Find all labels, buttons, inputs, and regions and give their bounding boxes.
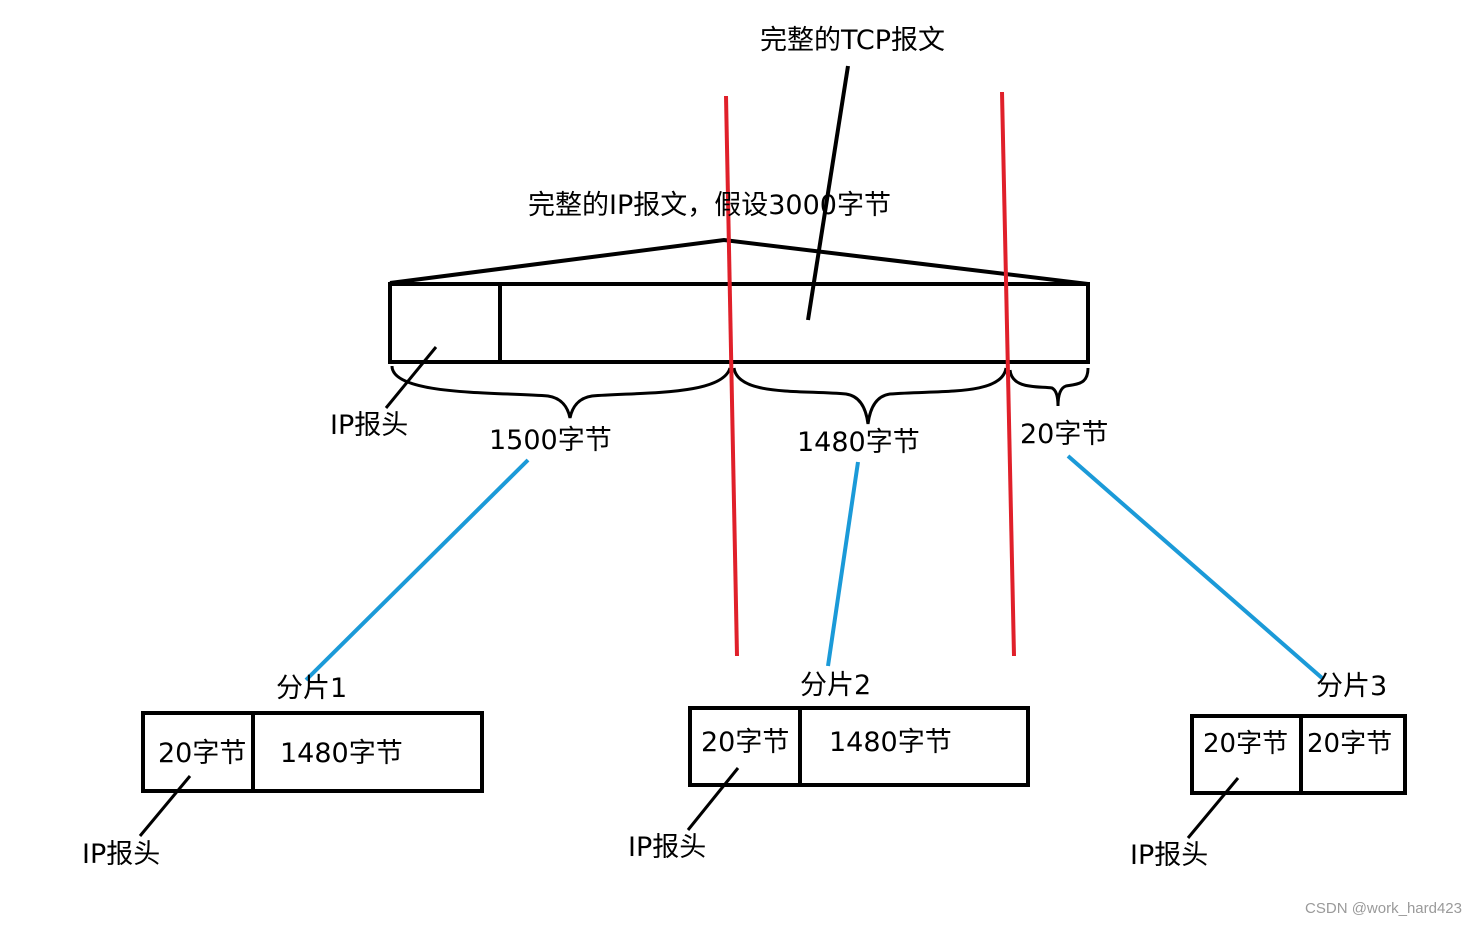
fragment-1-header-cell: 20字节 xyxy=(158,738,247,769)
ip-packet-roof xyxy=(389,237,1089,286)
fragment-2-header-label: IP报头 xyxy=(628,832,707,863)
fragment-2-data-cell: 1480字节 xyxy=(829,727,952,758)
fragment-1-data-cell: 1480字节 xyxy=(280,738,403,769)
ip-header-label: IP报头 xyxy=(330,410,409,441)
fragment-3-header-pointer xyxy=(1186,777,1240,839)
fragment-3-data-cell: 20字节 xyxy=(1307,729,1393,759)
tcp-pointer-line xyxy=(806,65,850,321)
fragment-2-header-cell: 20字节 xyxy=(701,727,790,758)
ip-message-label: 完整的IP报文，假设3000字节 xyxy=(528,190,891,221)
fragment-1-header-pointer xyxy=(138,775,192,837)
link-line-fragment-1 xyxy=(304,458,530,682)
brace-segment-1 xyxy=(390,365,732,419)
ip-header-pointer xyxy=(384,346,438,409)
brace-segment-3 xyxy=(1008,367,1090,407)
cut-line-1 xyxy=(724,95,739,657)
link-line-fragment-2 xyxy=(826,461,860,667)
fragment-1-title: 分片1 xyxy=(276,673,348,704)
fragment-3-header-cell: 20字节 xyxy=(1203,729,1289,759)
fragment-2-title: 分片2 xyxy=(800,670,872,701)
tcp-message-label: 完整的TCP报文 xyxy=(760,25,946,56)
segment-2-size-label: 1480字节 xyxy=(797,427,920,458)
link-line-fragment-3 xyxy=(1066,454,1324,680)
csdn-watermark: CSDN @work_hard423 xyxy=(1305,900,1462,917)
fragment-3-header-label: IP报头 xyxy=(1130,840,1209,871)
segment-1-size-label: 1500字节 xyxy=(489,425,612,456)
ip-packet-box xyxy=(388,282,1090,364)
fragment-3-box xyxy=(1190,714,1407,795)
fragment-2-box xyxy=(688,706,1030,787)
fragment-1-header-label: IP报头 xyxy=(82,839,161,870)
segment-3-size-label: 20字节 xyxy=(1020,419,1109,450)
fragment-2-header-pointer xyxy=(686,767,740,831)
cut-line-2 xyxy=(1000,91,1016,657)
fragment-1-box xyxy=(141,711,484,793)
brace-segment-2 xyxy=(732,367,1008,425)
fragment-3-title: 分片3 xyxy=(1316,671,1388,702)
